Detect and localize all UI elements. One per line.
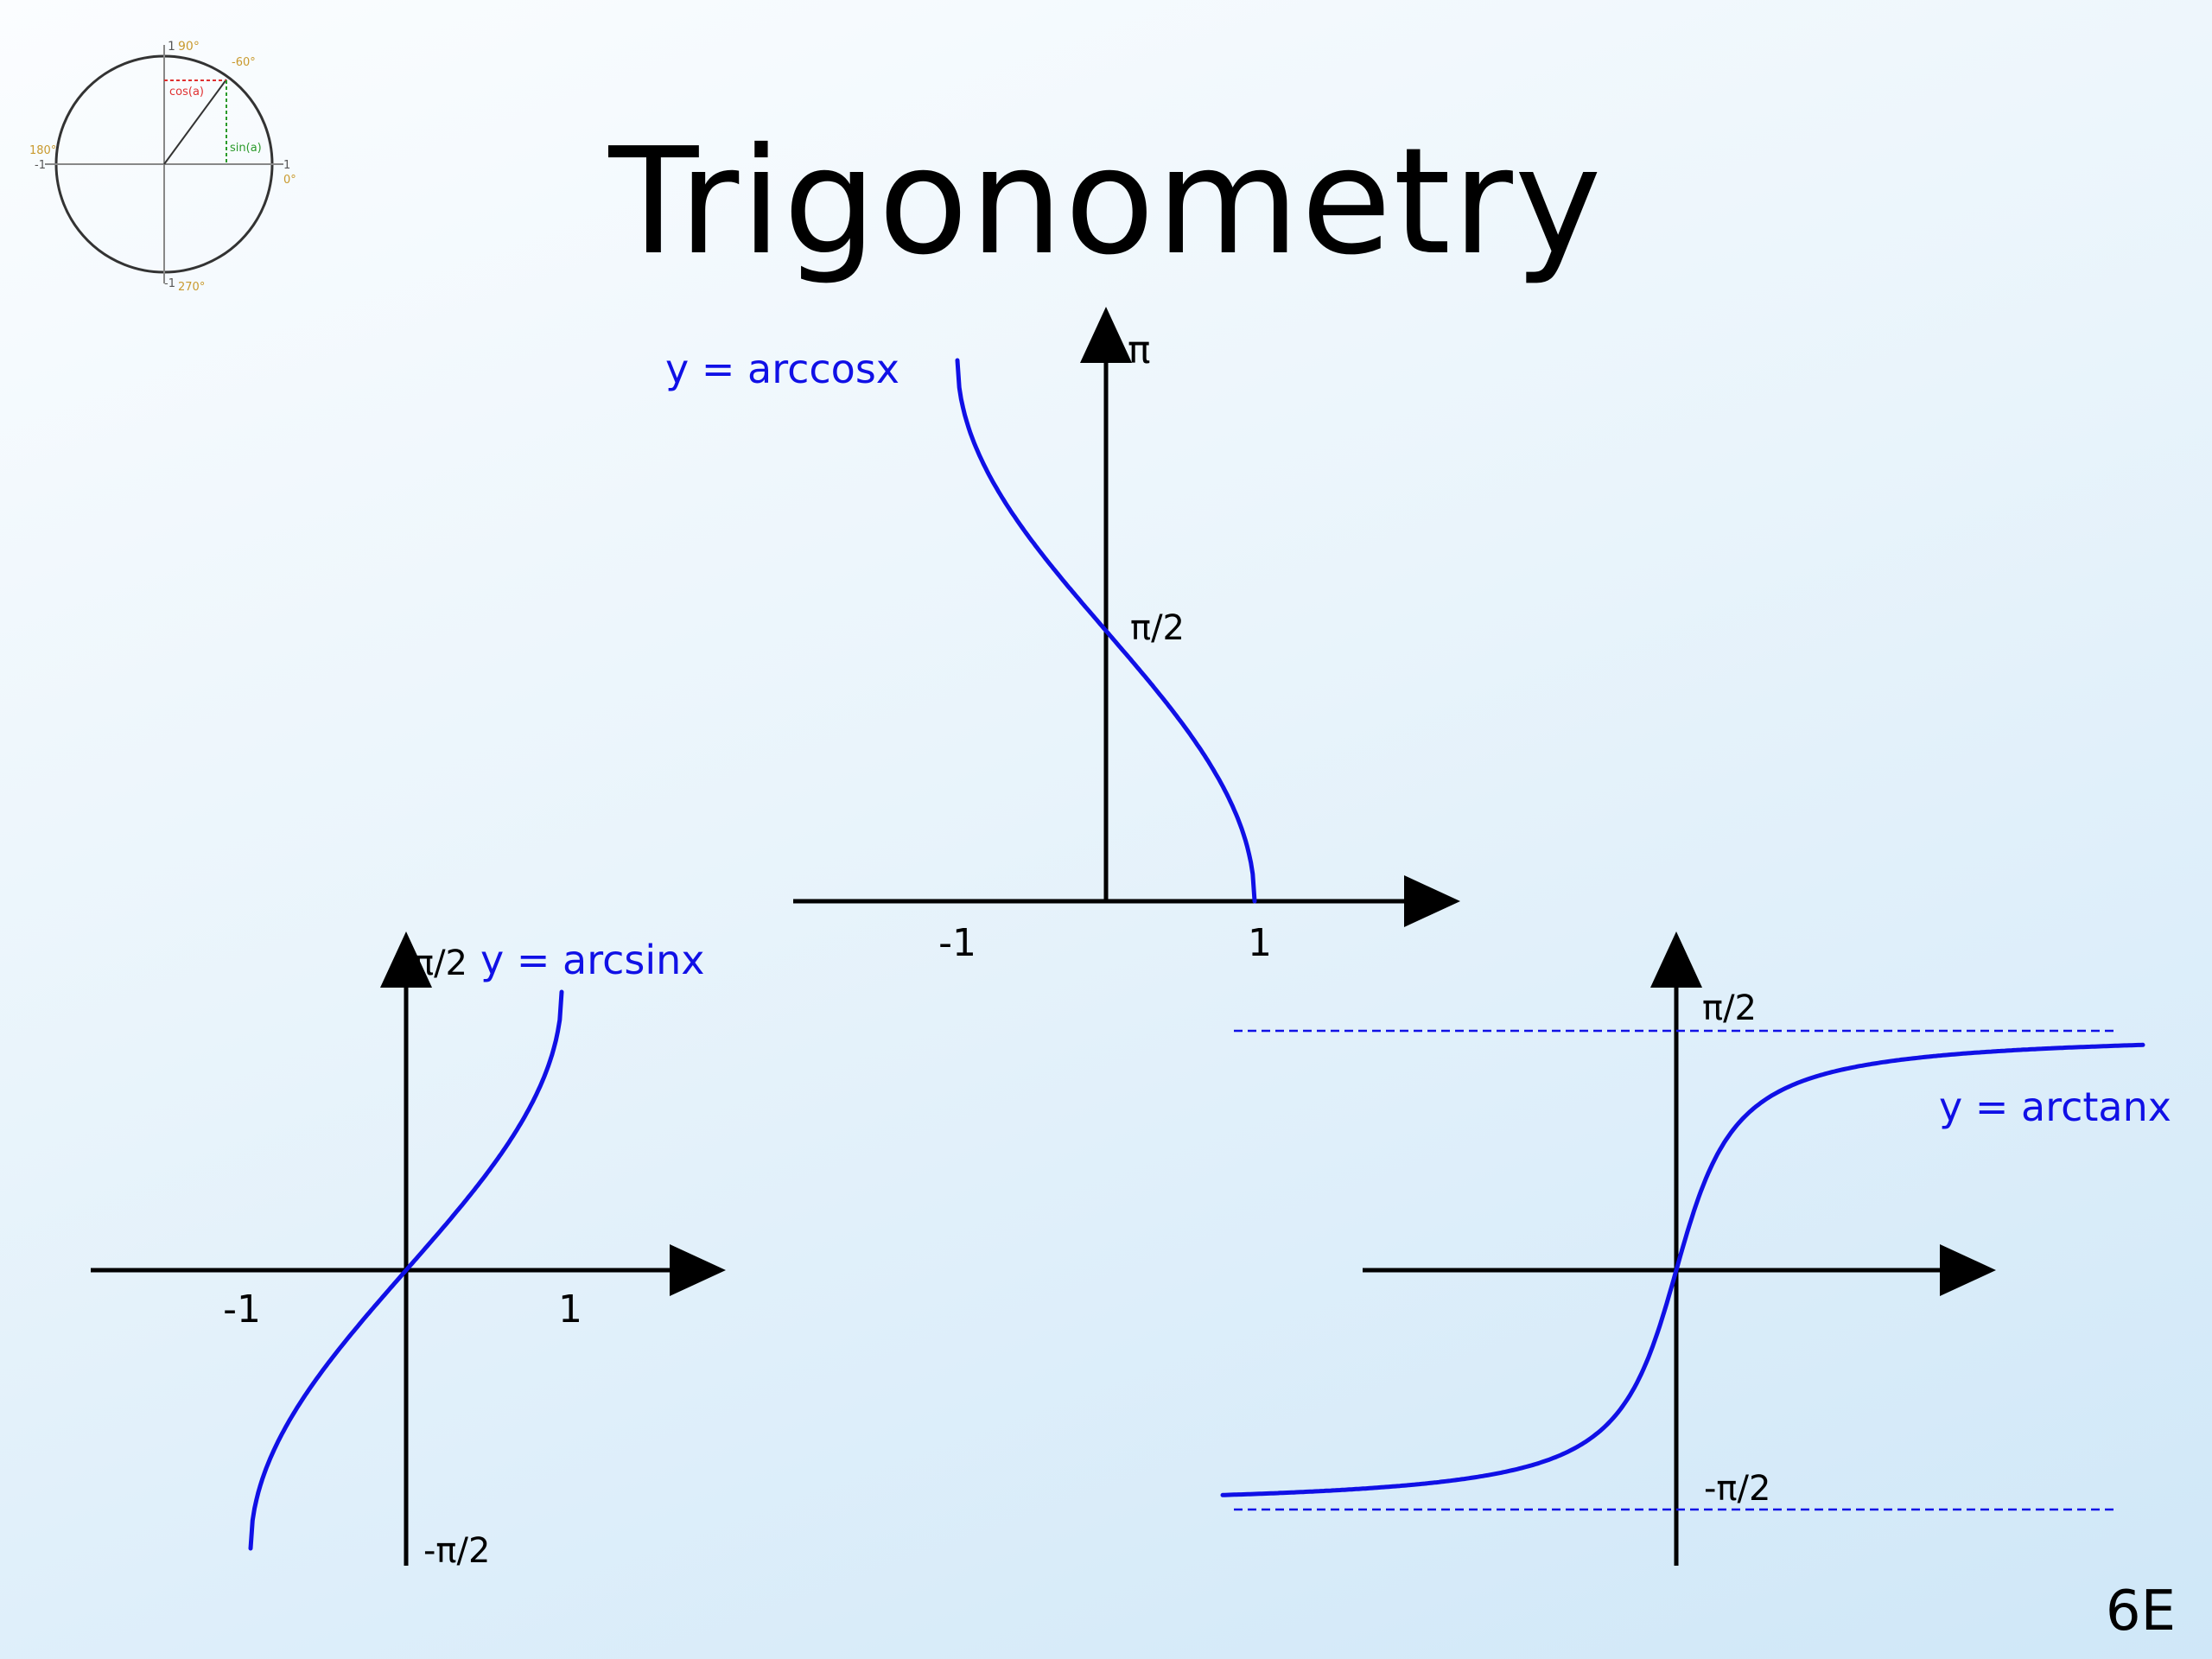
uc-label: 0° xyxy=(283,174,296,187)
arctan-y-tick: -π/2 xyxy=(1704,1469,1770,1509)
arcsin-y-tick: -π/2 xyxy=(423,1531,490,1571)
uc-label: cos(a) xyxy=(169,86,204,99)
arccos-y-tick: π xyxy=(1128,328,1151,372)
uc-label: -60° xyxy=(232,56,256,69)
arcsin-graph: -1 1 π/2 -π/2 y = arcsinx xyxy=(91,931,726,1571)
arctan-series-label: y = arctanx xyxy=(1939,1084,2171,1130)
arccos-graph: -1 1 π/2 π y = arccosx xyxy=(665,307,1460,965)
uc-label: 90° xyxy=(178,40,200,54)
uc-label: 1 xyxy=(283,159,290,172)
uc-label: 270° xyxy=(178,281,205,294)
arccos-x-tick: 1 xyxy=(1248,921,1272,965)
arccos-y-tick: π/2 xyxy=(1130,608,1185,648)
slide-number: 6E xyxy=(2105,1580,2176,1643)
arccos-curve xyxy=(955,358,1257,904)
uc-label: -1 xyxy=(35,159,46,172)
uc-label: 180° xyxy=(29,144,56,157)
unit-circle-icon: 1 90° -60° cos(a) sin(a) 180° -1 1 0° -1… xyxy=(29,40,296,294)
arcsin-x-tick: -1 xyxy=(223,1287,261,1332)
uc-label: 1 xyxy=(168,40,175,54)
arctan-y-tick: π/2 xyxy=(1702,988,1757,1028)
arcsin-curve xyxy=(248,989,564,1551)
arctan-curve xyxy=(1220,1042,2145,1497)
arcsin-x-tick: 1 xyxy=(558,1287,582,1332)
arcsin-y-tick: π/2 xyxy=(413,944,467,983)
arcsin-series-label: y = arcsinx xyxy=(480,937,705,983)
unit-circle-radius xyxy=(163,79,227,165)
uc-label: sin(a) xyxy=(230,142,262,155)
arctan-graph: π/2 -π/2 y = arctanx xyxy=(1220,931,2171,1566)
arccos-series-label: y = arccosx xyxy=(665,346,899,392)
uc-label: -1 xyxy=(164,277,175,290)
slide-title: Trigonometry xyxy=(608,117,1604,288)
arccos-x-tick: -1 xyxy=(938,921,976,965)
